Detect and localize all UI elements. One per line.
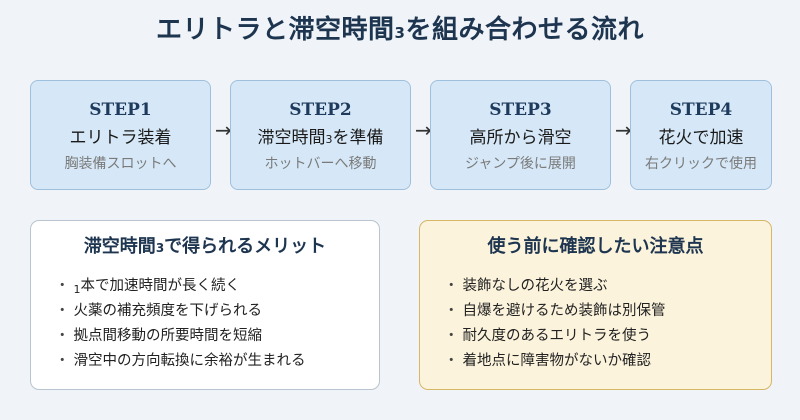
page-title: エリトラと滞空時間3を組み合わせる流れ (156, 15, 644, 45)
list-item: ・火薬の補充頻度を下げられる (55, 303, 262, 319)
step-action: 滞空時間3を準備 (257, 128, 384, 148)
step-description: ホットバーへ移動 (264, 156, 377, 172)
flow-arrow-3: → (615, 118, 632, 142)
list-item: ・装飾なしの花火を選ぶ (444, 278, 608, 294)
merits-heading: 滞空時間3で得られるメリット (83, 236, 327, 257)
cautions-list: ・装飾なしの花火を選ぶ ・自爆を避けるため装飾は別保管 ・耐久度のあるエリトラを… (444, 274, 761, 374)
step-label: STEP3 (489, 100, 552, 120)
step-label: STEP1 (89, 100, 152, 120)
cautions-panel: 使う前に確認したい注意点 ・装飾なしの花火を選ぶ ・自爆を避けるため装飾は別保管… (419, 220, 772, 390)
list-item: ・滑空中の方向転換に余裕が生まれる (55, 353, 306, 369)
step-card-4: STEP4 花火で加速 右クリックで使用 (630, 80, 772, 190)
list-item: ・着地点に障害物がないか確認 (444, 353, 651, 369)
bullet: ・ (444, 353, 459, 369)
merits-panel: 滞空時間3で得られるメリット ・1本で加速時間が長く続く ・火薬の補充頻度を下げ… (30, 220, 380, 390)
cautions-heading: 使う前に確認したい注意点 (487, 236, 704, 257)
step-description: 右クリックで使用 (645, 156, 757, 172)
flow-arrow-1: → (215, 118, 232, 142)
flow-arrow-2: → (415, 118, 432, 142)
step-description: ジャンプ後に展開 (465, 156, 576, 172)
step-label: STEP2 (289, 100, 352, 120)
list-item: ・自爆を避けるため装飾は別保管 (444, 303, 666, 319)
step-action: 花火で加速 (658, 128, 744, 148)
bullet: ・ (55, 328, 70, 344)
step-action: エリトラ装着 (69, 128, 172, 148)
bullet: ・ (444, 278, 459, 294)
bullet: ・ (444, 328, 459, 344)
step-description: 胸装備スロットへ (64, 156, 177, 172)
bullet: ・ (55, 353, 70, 369)
step-label: STEP4 (669, 100, 733, 120)
bullet: ・ (55, 278, 70, 294)
list-item: ・1本で加速時間が長く続く (55, 278, 240, 296)
title-subscript: 3 (394, 24, 406, 42)
list-item: ・拠点間移動の所要時間を短縮 (55, 328, 262, 344)
bullet: ・ (55, 303, 70, 319)
list-item: ・耐久度のあるエリトラを使う (444, 328, 651, 344)
step-card-1: STEP1 エリトラ装着 胸装備スロットへ (30, 80, 211, 190)
bullet: ・ (444, 303, 459, 319)
step-card-2: STEP2 滞空時間3を準備 ホットバーへ移動 (230, 80, 411, 190)
step-card-3: STEP3 高所から滑空 ジャンプ後に展開 (430, 80, 611, 190)
step-action: 高所から滑空 (469, 128, 572, 148)
merits-list: ・1本で加速時間が長く続く ・火薬の補充頻度を下げられる ・拠点間移動の所要時間… (55, 274, 369, 374)
